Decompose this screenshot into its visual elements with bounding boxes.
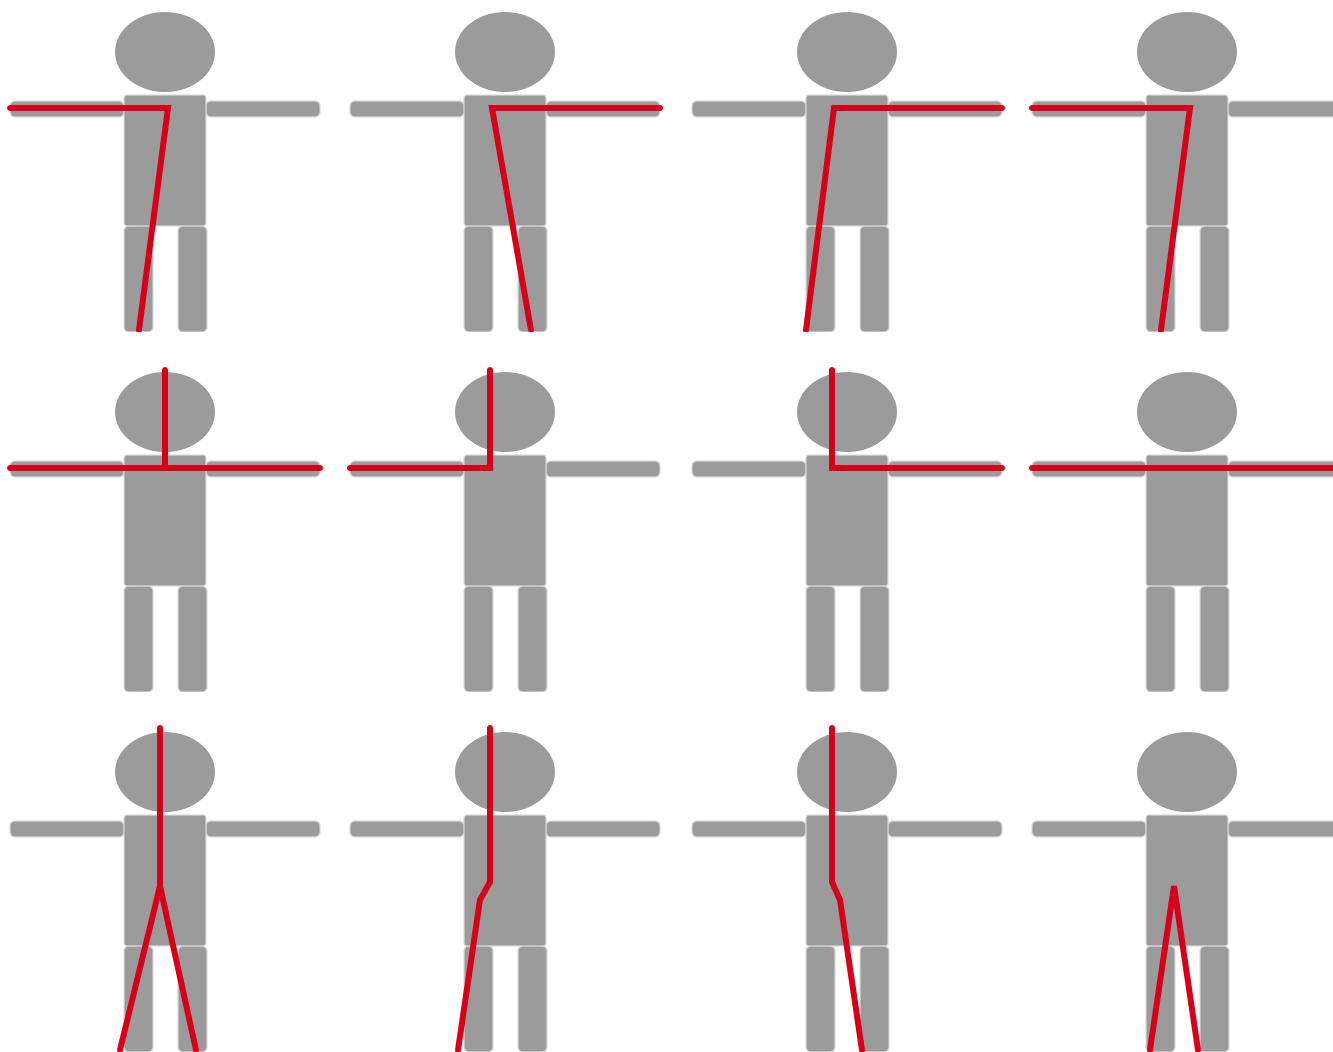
- head-shape: [1137, 372, 1237, 452]
- panel-r2-c2: [340, 360, 670, 692]
- left-arm-shape: [692, 461, 806, 477]
- torso-shape: [464, 455, 546, 586]
- left-arm-shape: [350, 821, 464, 837]
- panel-r1-c4: [1022, 0, 1333, 332]
- figure-4: [1022, 0, 1333, 332]
- head-shape: [115, 732, 215, 812]
- left-arm-shape: [692, 821, 806, 837]
- left-leg-shape: [1146, 586, 1175, 692]
- panel-r1-c3: [682, 0, 1012, 332]
- figure-3: [682, 0, 1012, 332]
- figure-5: [0, 360, 330, 692]
- panel-r3-c3: [682, 720, 1012, 1052]
- left-leg-shape: [464, 226, 493, 332]
- head-shape: [1137, 12, 1237, 92]
- head-shape: [455, 12, 555, 92]
- right-arm-shape: [206, 101, 320, 117]
- right-leg-shape: [1200, 946, 1229, 1052]
- human-silhouette: [10, 732, 320, 1052]
- right-arm-shape: [206, 821, 320, 837]
- right-leg-shape: [518, 946, 547, 1052]
- left-leg-shape: [806, 946, 835, 1052]
- right-leg-shape: [178, 586, 207, 692]
- panel-r3-c4: [1022, 720, 1333, 1052]
- torso-shape: [1146, 455, 1228, 586]
- figure-2: [340, 0, 670, 332]
- right-leg-shape: [518, 586, 547, 692]
- panel-r1-c2: [340, 0, 670, 332]
- panel-r3-c2: [340, 720, 670, 1052]
- figure-9: [0, 720, 330, 1052]
- panel-r2-c4: [1022, 360, 1333, 692]
- right-leg-shape: [1200, 586, 1229, 692]
- left-arm-shape: [1032, 821, 1146, 837]
- torso-shape: [124, 455, 206, 586]
- right-leg-shape: [178, 226, 207, 332]
- figure-10: [340, 720, 670, 1052]
- right-arm-shape: [1228, 101, 1333, 117]
- figure-11: [682, 720, 1012, 1052]
- head-shape: [1137, 732, 1237, 812]
- human-silhouette: [692, 372, 1002, 692]
- right-arm-shape: [546, 461, 660, 477]
- left-arm-shape: [692, 101, 806, 117]
- head-shape: [455, 732, 555, 812]
- right-leg-shape: [860, 586, 889, 692]
- right-leg-shape: [860, 226, 889, 332]
- panel-r1-c1: [0, 0, 330, 332]
- figure-6: [340, 360, 670, 692]
- panel-r3-c1: [0, 720, 330, 1052]
- torso-shape: [464, 95, 546, 226]
- human-silhouette: [692, 12, 1002, 332]
- torso-shape: [124, 815, 206, 946]
- human-silhouette: [692, 732, 1002, 1052]
- head-shape: [797, 372, 897, 452]
- panel-r2-c1: [0, 360, 330, 692]
- head-shape: [455, 372, 555, 452]
- human-silhouette: [10, 12, 320, 332]
- figure-8: [1022, 360, 1333, 692]
- left-arm-shape: [10, 821, 124, 837]
- panel-r2-c3: [682, 360, 1012, 692]
- human-silhouette: [350, 372, 660, 692]
- right-arm-shape: [888, 821, 1002, 837]
- torso-shape: [806, 95, 888, 226]
- figure-7: [682, 360, 1012, 692]
- human-silhouette: [1032, 732, 1333, 1052]
- figure-1: [0, 0, 330, 332]
- right-arm-shape: [1228, 821, 1333, 837]
- right-leg-shape: [860, 946, 889, 1052]
- head-shape: [797, 732, 897, 812]
- left-leg-shape: [124, 586, 153, 692]
- torso-shape: [1146, 815, 1228, 946]
- left-leg-shape: [806, 586, 835, 692]
- figure-12: [1022, 720, 1333, 1052]
- human-silhouette: [350, 732, 660, 1052]
- right-arm-shape: [546, 821, 660, 837]
- human-silhouette: [1032, 372, 1333, 692]
- torso-shape: [806, 815, 888, 946]
- head-shape: [115, 12, 215, 92]
- head-shape: [797, 12, 897, 92]
- torso-shape: [806, 455, 888, 586]
- right-leg-shape: [1200, 226, 1229, 332]
- left-leg-shape: [464, 586, 493, 692]
- left-arm-shape: [350, 101, 464, 117]
